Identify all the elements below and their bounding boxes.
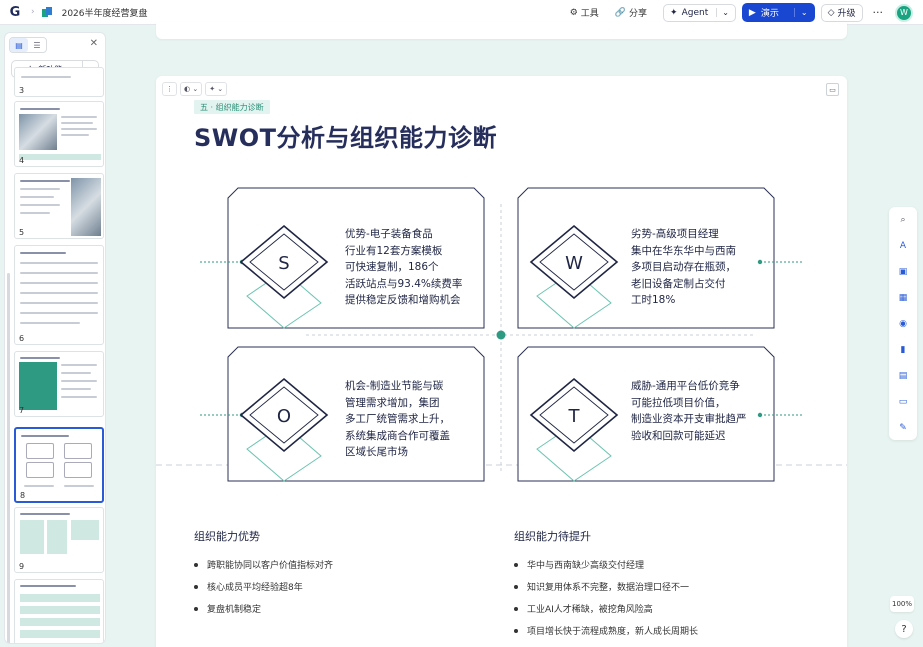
agent-button[interactable]: ✦ Agent ⌄ xyxy=(663,3,736,22)
quadrant-text-t[interactable]: 威胁-通用平台低价竞争 可能拉低项目价值， 制造业资本开支审批趋严 验收和回款可… xyxy=(631,380,747,442)
card-t xyxy=(517,346,775,482)
table-icon[interactable]: ▤ xyxy=(898,371,908,381)
swot-letter-w: W xyxy=(565,253,583,274)
sidebar-header: ▤ ☰ ✕ xyxy=(5,33,105,57)
strengths-title: 组织能力优势 xyxy=(194,530,260,543)
search-icon[interactable]: ⌕ xyxy=(900,215,906,225)
slide-thumbnail[interactable]: 10 xyxy=(14,579,104,643)
swot-letter-o: O xyxy=(277,406,291,427)
slide-layout-icon[interactable]: ▭ xyxy=(826,83,839,96)
improvements-column[interactable]: 组织能力待提升 华中与西南缺少高级交付经理 知识复用体系不完整，数据治理口径不一… xyxy=(514,528,698,646)
drag-handle-icon[interactable]: ⋮ xyxy=(162,82,177,96)
diamond-o xyxy=(239,377,329,482)
document-title[interactable]: 2026半年度经营复盘 xyxy=(61,8,148,19)
diamond-t xyxy=(529,377,619,482)
user-avatar[interactable]: W xyxy=(895,3,913,22)
previous-slide[interactable] xyxy=(156,22,847,39)
embed-icon[interactable]: ▭ xyxy=(898,397,908,407)
link-icon: 🔗 xyxy=(614,7,627,18)
swot-letter-t: T xyxy=(568,406,581,427)
diamond-s xyxy=(239,224,329,329)
slide-sidebar: ▤ ☰ ✕ + 新功能 ⌄ 3 4 xyxy=(4,32,106,644)
upgrade-button[interactable]: ◇ 升级 xyxy=(820,3,863,22)
list-item: 跨职能协同以客户价值指标对齐 xyxy=(194,558,333,571)
top-bar: G › 2026半年度经营复盘 ⚙ 工具 🔗 分享 ✦ Agent ⌄ ▶ 演示… xyxy=(0,0,923,25)
slide-title[interactable]: SWOT分析与组织能力诊断 xyxy=(194,124,498,152)
present-button[interactable]: ▶ 演示 ⌄ xyxy=(741,3,815,22)
section-tag: 五 · 组织能力诊断 xyxy=(194,100,270,114)
diamond-w xyxy=(529,224,619,329)
list-item: 知识复用体系不完整，数据治理口径不一 xyxy=(514,580,698,593)
list-item: 华中与西南缺少高级交付经理 xyxy=(514,558,698,571)
card-o xyxy=(227,346,485,482)
video-icon[interactable]: ◉ xyxy=(899,319,907,329)
sidebar-scrollbar[interactable] xyxy=(7,273,10,643)
chart-icon[interactable]: ▮ xyxy=(900,345,906,355)
image-icon[interactable]: ▣ xyxy=(898,267,908,277)
document-icon xyxy=(41,6,54,19)
strengths-column[interactable]: 组织能力优势 跨职能协同以客户价值指标对齐 核心成员平均经验超8年 复盘机制稳定 xyxy=(194,528,333,624)
app-logo[interactable]: G xyxy=(9,4,21,20)
list-view-icon[interactable]: ☰ xyxy=(33,40,41,50)
slide-thumbnail[interactable]: 3 xyxy=(14,67,104,97)
insert-toolbar: ⌕ A ▣ ▦ ◉ ▮ ▤ ▭ ✎ xyxy=(889,207,917,440)
improvements-title: 组织能力待提升 xyxy=(514,530,591,543)
tools-button[interactable]: ⚙ 工具 xyxy=(569,7,599,20)
swot-letter-s: S xyxy=(278,253,289,274)
center-dot xyxy=(496,330,506,340)
diamond-icon: ◇ xyxy=(827,7,835,18)
slide-thumbnail-active[interactable]: 8 xyxy=(14,427,104,503)
tools-icon: ⚙ xyxy=(569,7,578,18)
more-menu-button[interactable]: ··· xyxy=(872,6,884,19)
card-w xyxy=(517,187,775,329)
slide-toolbar: ⋮ ◐ ⌄ ✦ ⌄ xyxy=(162,82,228,96)
chevron-down-icon[interactable]: ⌄ xyxy=(716,8,729,17)
zoom-level[interactable]: 100% xyxy=(890,596,914,612)
quadrant-text-o[interactable]: 机会-制造业节能与碳 管理需求增加，集团 多工厂统管需求上升， 系统集成商合作可… xyxy=(345,380,450,458)
close-icon[interactable]: ✕ xyxy=(89,38,98,49)
view-toggle: ▤ ☰ xyxy=(9,37,47,53)
play-icon: ▶ xyxy=(748,7,756,18)
sparkle-icon: ✦ xyxy=(670,7,678,18)
list-item: 工业AI人才稀缺，被挖角风险高 xyxy=(514,602,698,615)
slide-thumbnail[interactable]: 4 xyxy=(14,101,104,167)
quadrant-text-s[interactable]: 优势-电子装备食品 行业有12套方案模板 可快速复制，186个 活跃站点与93.… xyxy=(345,228,463,306)
card-s xyxy=(227,187,485,329)
chevron-right-icon: › xyxy=(31,7,35,17)
list-item: 项目增长快于流程成熟度，新人成长周期长 xyxy=(514,624,698,637)
swot-diagram: S W O T xyxy=(156,187,847,482)
slide-thumbnail[interactable]: 9 xyxy=(14,507,104,573)
chevron-down-icon[interactable]: ⌄ xyxy=(793,8,808,17)
style-button[interactable]: ◐ ⌄ xyxy=(180,82,203,96)
ai-edit-button[interactable]: ✦ ⌄ xyxy=(205,82,228,96)
edit-icon[interactable]: ✎ xyxy=(899,423,907,433)
share-button[interactable]: 🔗 分享 xyxy=(614,7,648,20)
list-item: 核心成员平均经验超8年 xyxy=(194,580,333,593)
quadrant-text-w[interactable]: 劣势-高级项目经理 集中在华东华中与西南 多项目启动存在瓶颈， 老旧设备定制占交… xyxy=(631,228,736,306)
help-button[interactable]: ? xyxy=(895,620,913,638)
grid-view-icon[interactable]: ▤ xyxy=(10,38,28,52)
slide-thumbnail[interactable]: 5 xyxy=(14,173,104,239)
slide-thumbnail[interactable]: 6 xyxy=(14,245,104,345)
slide-thumbnail[interactable]: 7 xyxy=(14,351,104,417)
slide-canvas[interactable]: ⋮ ◐ ⌄ ✦ ⌄ ▭ 五 · 组织能力诊断 SWOT分析与组织能力诊断 xyxy=(156,76,847,647)
list-item: 复盘机制稳定 xyxy=(194,602,333,615)
grid-icon[interactable]: ▦ xyxy=(898,293,908,303)
text-icon[interactable]: A xyxy=(899,241,907,251)
